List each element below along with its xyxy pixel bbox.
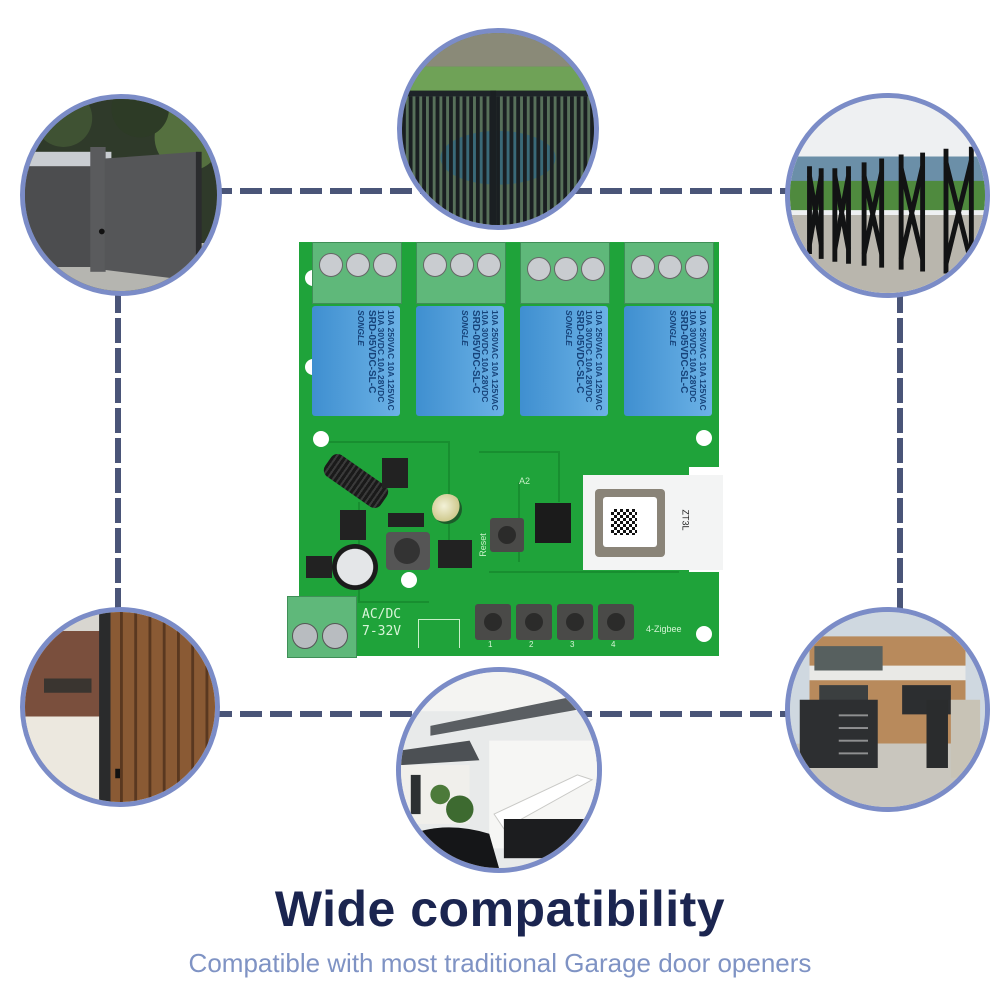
photo-sliding-gate	[20, 94, 222, 296]
transistor	[306, 556, 332, 578]
headline-title: Wide compatibility	[274, 881, 726, 937]
screw-terminal-4[interactable]	[624, 242, 714, 304]
relay-bank: 10A 250VAC 10A 125VAC 10A 30VDC 10A 28VD…	[310, 240, 720, 430]
modern-house-gate-image	[790, 612, 985, 807]
power-label-voltage: 7-32V	[362, 624, 402, 639]
button-label-1: 1	[488, 640, 493, 649]
power-label-acdc: AC/DC	[362, 607, 402, 622]
mcu-chip	[535, 503, 571, 543]
relay-3-model: SRD-05VDC-SL-C	[574, 310, 585, 394]
garage-door-image	[401, 672, 597, 868]
button-label-3: 3	[570, 640, 575, 649]
relay-2-brand: SONGLE	[460, 310, 470, 346]
zigbee-shield	[595, 489, 665, 557]
relay-channel-4: 10A 250VAC 10A 125VAC 10A 30VDC 10A 28VD…	[622, 240, 714, 420]
button-label-4: 4	[611, 640, 616, 649]
ic-chip-2	[340, 510, 366, 540]
headline-subtitle: Compatible with most traditional Garage …	[188, 948, 812, 978]
relay-4-brand: SONGLE	[668, 310, 678, 346]
relay-3: 10A 250VAC 10A 125VAC 10A 30VDC 10A 28VD…	[520, 306, 608, 416]
relay-3-rating-2: 10A 30VDC 10A 28VDC	[584, 310, 594, 403]
ic-chip-1	[382, 458, 408, 488]
reset-button[interactable]	[490, 518, 524, 552]
relay-3-rating-1: 10A 250VAC 10A 125VAC	[594, 310, 604, 411]
channel-button-1[interactable]	[475, 604, 511, 640]
sliding-gate-image	[25, 99, 217, 291]
diode	[388, 513, 424, 527]
wood-gate-image	[25, 612, 215, 802]
photo-garage-door	[396, 667, 602, 873]
dashed-connector-left	[115, 288, 121, 610]
photo-wood-gate	[20, 607, 220, 807]
screw-terminal-3[interactable]	[520, 242, 610, 304]
power-terminal[interactable]	[287, 596, 357, 658]
board-model-label: 4-Zigbee	[646, 624, 682, 634]
zigbee-module: ZT3L	[583, 475, 723, 570]
bar-gate-image	[402, 33, 594, 225]
regulator	[438, 540, 472, 568]
power-led	[418, 619, 460, 648]
folding-gate-image	[790, 98, 985, 293]
capacitor-large	[332, 544, 378, 590]
relay-4-model: SRD-05VDC-SL-C	[678, 310, 689, 394]
capacitor-small	[432, 494, 462, 524]
inductor	[386, 532, 430, 570]
relay-4-rating-2: 10A 30VDC 10A 28VDC	[688, 310, 698, 403]
relay-2-model: SRD-05VDC-SL-C	[470, 310, 481, 394]
photo-bar-gate	[397, 28, 599, 230]
photo-folding-gate	[785, 93, 990, 298]
relay-channel-2: 10A 250VAC 10A 125VAC 10A 30VDC 10A 28VD…	[414, 240, 506, 420]
relay-3-brand: SONGLE	[564, 310, 574, 346]
relay-channel-1: 10A 250VAC 10A 125VAC 10A 30VDC 10A 28VD…	[310, 240, 402, 420]
relay-1-rating-2: 10A 30VDC 10A 28VDC	[376, 310, 386, 403]
qr-code-icon	[611, 509, 637, 535]
a2-label: A2	[519, 476, 531, 486]
relay-1: 10A 250VAC 10A 125VAC 10A 30VDC 10A 28VD…	[312, 306, 400, 416]
screw-terminal-1[interactable]	[312, 242, 402, 304]
button-label-2: 2	[529, 640, 534, 649]
reset-label: Reset	[477, 533, 488, 557]
relay-channel-3: 10A 250VAC 10A 125VAC 10A 30VDC 10A 28VD…	[518, 240, 610, 420]
channel-button-2[interactable]	[516, 604, 552, 640]
dashed-connector-right	[897, 288, 903, 610]
relay-1-rating-1: 10A 250VAC 10A 125VAC	[386, 310, 396, 411]
relay-2-rating-2: 10A 30VDC 10A 28VDC	[480, 310, 490, 403]
channel-button-3[interactable]	[557, 604, 593, 640]
relay-4: 10A 250VAC 10A 125VAC 10A 30VDC 10A 28VD…	[624, 306, 712, 416]
channel-button-4[interactable]	[598, 604, 634, 640]
relay-2: 10A 250VAC 10A 125VAC 10A 30VDC 10A 28VD…	[416, 306, 504, 416]
photo-modern-house-gate	[785, 607, 990, 812]
relay-4-rating-1: 10A 250VAC 10A 125VAC	[698, 310, 708, 411]
zigbee-module-label: ZT3L	[680, 509, 691, 531]
relay-1-model: SRD-05VDC-SL-C	[366, 310, 377, 394]
relay-2-rating-1: 10A 250VAC 10A 125VAC	[490, 310, 500, 411]
screw-terminal-2[interactable]	[416, 242, 506, 304]
relay-1-brand: SONGLE	[356, 310, 366, 346]
